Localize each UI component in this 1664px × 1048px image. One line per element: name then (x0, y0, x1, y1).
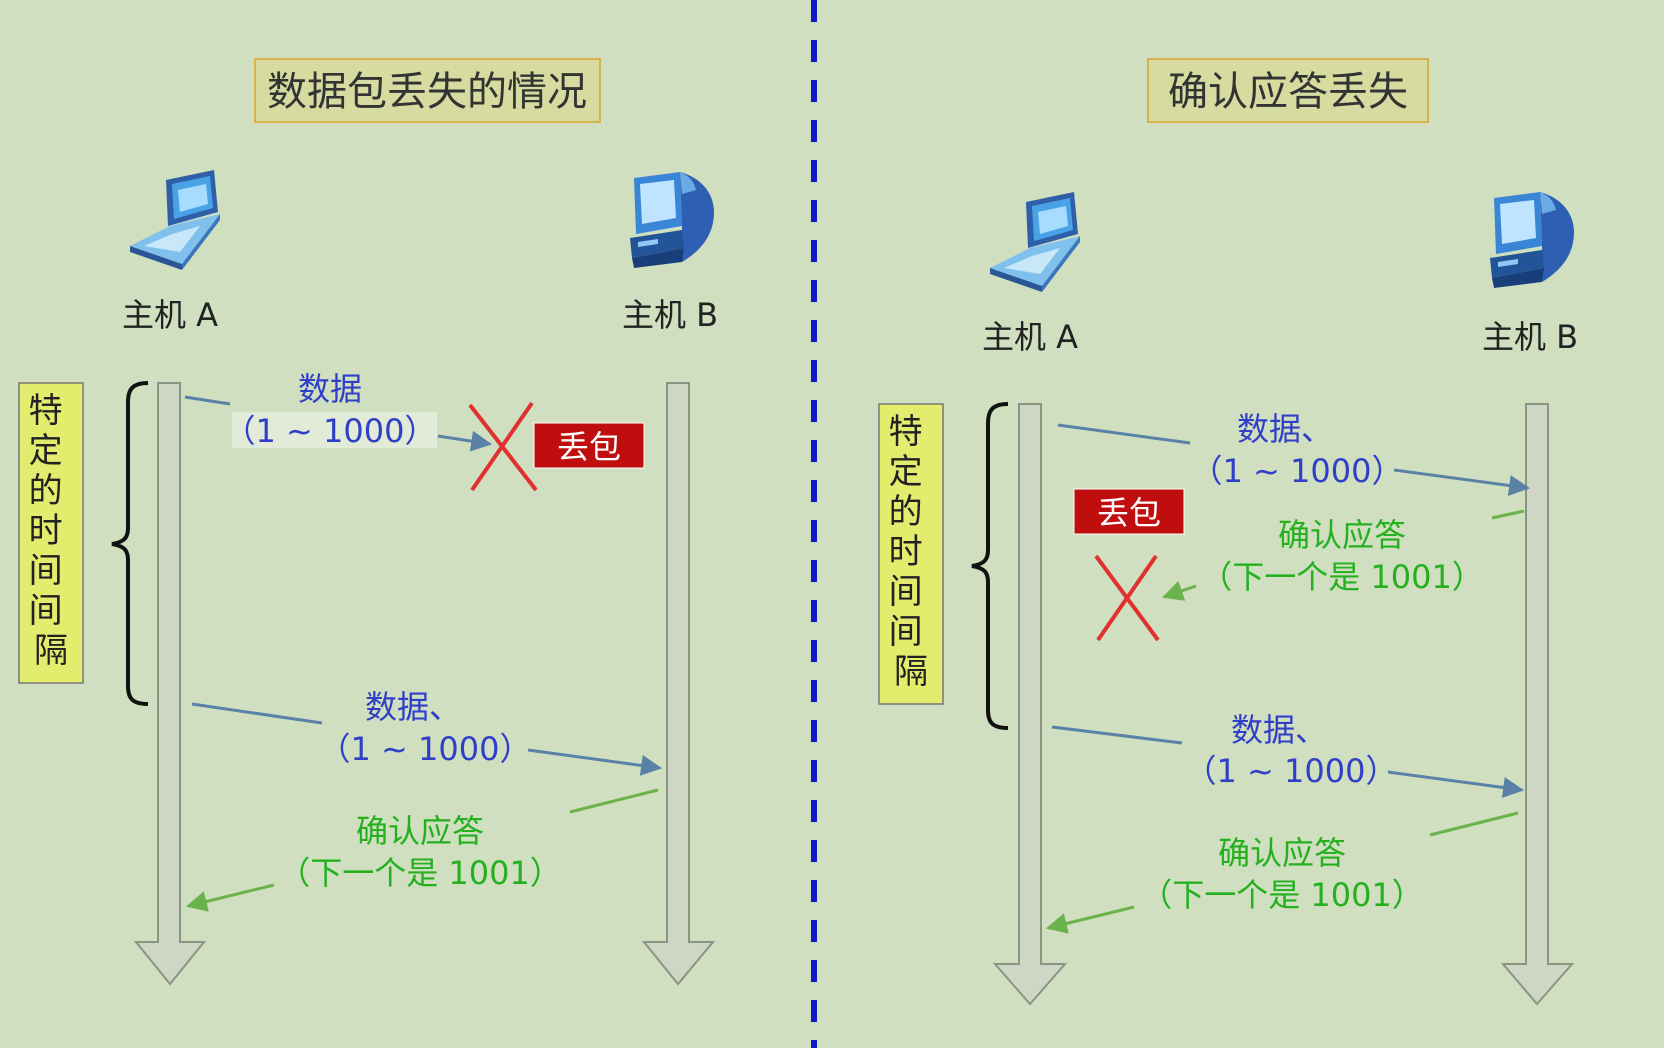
left-msg1-label-bg (232, 412, 437, 448)
right-host-b-timeline (1500, 403, 1575, 1006)
right-ack1-label-line1: 确认应答 (1278, 516, 1406, 554)
right-msg1-label-line1: 数据、 (1237, 410, 1333, 448)
right-interval-brace (971, 402, 1009, 730)
left-msg2-arrow (527, 748, 663, 776)
left-ack-line-start (569, 788, 659, 814)
left-msg2-label-line2: （1 ~ 1000） (319, 730, 532, 768)
left-msg1-label-line2: （1 ~ 1000） (224, 412, 437, 450)
left-host-a-label: 主机 A (122, 296, 218, 334)
right-host-b-label: 主机 B (1482, 318, 1578, 356)
left-host-b-label: 主机 B (622, 296, 718, 334)
left-interval-label: 特 定 的 时 间 间 隔 (29, 391, 74, 671)
left-msg2-line-start (191, 702, 323, 725)
right-host-a-label: 主机 A (982, 318, 1078, 356)
left-ack-arrow (185, 883, 275, 912)
left-interval-box (18, 382, 84, 684)
left-host-b-timeline (641, 382, 716, 986)
right-host-a-timeline (992, 403, 1068, 1006)
left-msg1-line-start (184, 395, 231, 406)
right-msg1-line-start (1057, 423, 1191, 445)
left-title: 数据包丢失的情况 (267, 69, 587, 115)
right-msg2-line-start (1051, 725, 1183, 745)
right-ack2-label-line2: （下一个是 1001） (1140, 876, 1424, 914)
left-lost-badge (533, 422, 645, 469)
right-panel: 确认应答丢失 主机 A 主机 B 特 定 的 时 间 间 隔 数据、 （1 ~ … (878, 58, 1578, 1006)
right-msg2-label-line2: （1 ~ 1000） (1185, 752, 1398, 790)
left-title-box (254, 58, 601, 123)
right-ack2-arrow (1045, 905, 1135, 934)
right-msg1-label-line2: （1 ~ 1000） (1191, 452, 1404, 490)
left-loss-cross-icon (468, 401, 538, 492)
right-ack1-arrow (1162, 580, 1197, 601)
left-host-a-timeline (133, 382, 207, 986)
left-ack-label-line2: （下一个是 1001） (278, 854, 562, 892)
right-interval-label: 特 定 的 时 间 间 隔 (889, 412, 934, 692)
right-lost-label: 丢包 (1097, 494, 1161, 532)
right-title-box (1147, 58, 1429, 123)
left-msg1-label-line1: 数据 (298, 370, 362, 408)
left-msg2-label-line1: 数据、 (365, 688, 461, 726)
left-ack-label-line1: 确认应答 (356, 812, 484, 850)
right-interval-box (878, 403, 944, 705)
left-msg1-arrow (437, 430, 493, 452)
left-lost-label: 丢包 (557, 428, 621, 466)
right-title: 确认应答丢失 (1168, 69, 1408, 115)
right-lost-badge (1073, 488, 1185, 535)
right-loss-cross-icon (1094, 554, 1160, 642)
right-ack2-line-start (1429, 811, 1519, 837)
right-msg2-label-line1: 数据、 (1231, 711, 1327, 749)
desktop-computer-icon (630, 172, 714, 268)
desktop-computer-icon (1490, 192, 1574, 288)
left-interval-brace (111, 381, 149, 706)
right-msg2-arrow (1387, 770, 1525, 798)
right-ack1-label-line2: （下一个是 1001） (1200, 558, 1484, 596)
laptop-icon (990, 192, 1080, 292)
laptop-icon (130, 170, 220, 270)
right-msg1-arrow (1393, 468, 1531, 496)
right-ack2-label-line1: 确认应答 (1218, 834, 1346, 872)
left-panel: 数据包丢失的情况 主机 A 主机 B 特 定 的 时 间 间 隔 数据 （1 ~… (18, 58, 718, 986)
right-ack1-line-start (1491, 509, 1525, 520)
